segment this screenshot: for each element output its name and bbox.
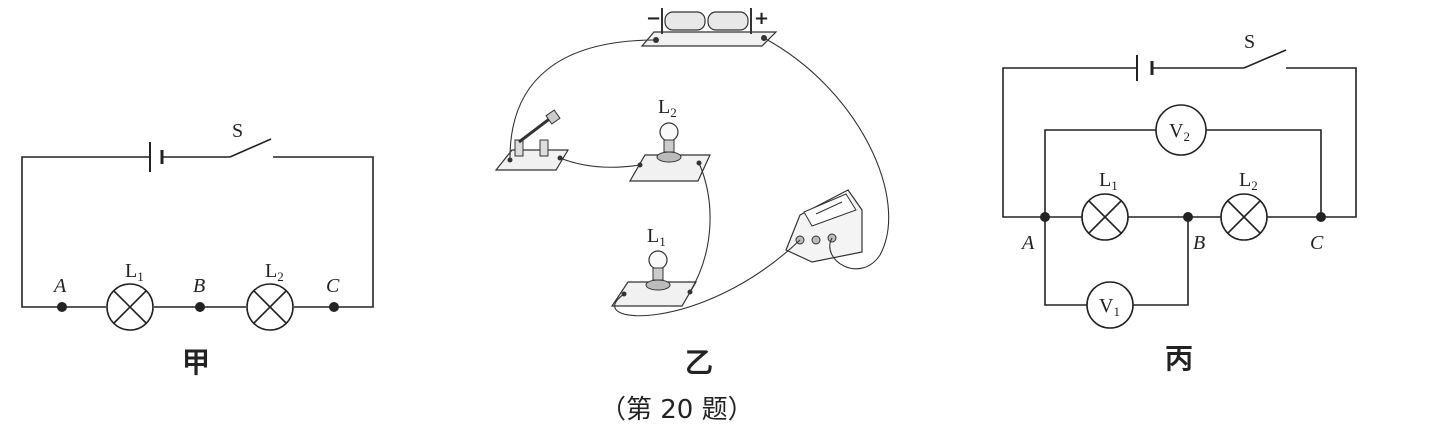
jia-lamp1-symbol	[106, 283, 154, 331]
yi-lamp1-board	[610, 250, 698, 307]
svg-text:L1: L1	[647, 225, 666, 249]
yi-lamp1-sub: 1	[659, 234, 666, 249]
bing-node-b	[1183, 212, 1193, 222]
jia-lamp2-symbol	[246, 283, 294, 331]
bing-lamp2-letter: L	[1239, 169, 1251, 191]
svg-text:L2: L2	[1239, 169, 1258, 193]
yi-battery-holder	[640, 8, 778, 47]
svg-text:L1: L1	[1099, 169, 1118, 193]
yi-lamp2-letter: L	[658, 96, 670, 118]
svg-text:L2: L2	[265, 260, 284, 284]
bing-switch-symbol	[1243, 49, 1287, 69]
yi-battery-minus: −	[646, 8, 661, 29]
bing-v1-symbol	[1086, 281, 1134, 329]
figure-jia: S L1 L2 A B C 甲	[21, 120, 374, 379]
yi-lamp2-sub: 2	[670, 105, 677, 120]
bing-node-c	[1316, 212, 1326, 222]
bing-point-b: B	[1193, 232, 1205, 254]
bing-lamp1-symbol	[1081, 193, 1129, 241]
yi-meter	[785, 189, 863, 263]
bing-node-a	[1040, 212, 1050, 222]
bing-point-a: A	[1020, 232, 1035, 254]
bing-v2-sub: 2	[1183, 129, 1190, 144]
bing-lamp2-sub: 2	[1251, 178, 1258, 193]
svg-text:V1: V1	[1099, 295, 1120, 319]
yi-knife-switch	[494, 109, 570, 171]
jia-node-b	[195, 302, 205, 312]
figure-bing: S V2 L1 L2 V1 A B	[1002, 31, 1357, 375]
svg-text:L2: L2	[658, 96, 677, 120]
jia-switch-symbol	[229, 138, 272, 158]
figure-caption: （第 20 题）	[600, 395, 754, 425]
jia-lamp1-sub: 1	[137, 269, 144, 284]
bing-v1-letter: V	[1099, 295, 1114, 317]
yi-title: 乙	[685, 346, 713, 379]
jia-point-a: A	[52, 275, 67, 297]
svg-text:V2: V2	[1169, 120, 1190, 144]
bing-v2-symbol	[1155, 104, 1207, 156]
figure-yi: − + L2	[494, 8, 890, 379]
jia-lamp2-sub: 2	[277, 269, 284, 284]
jia-title: 甲	[182, 346, 210, 379]
bing-point-c: C	[1310, 232, 1324, 254]
bing-title: 丙	[1165, 342, 1193, 375]
bing-switch-label: S	[1244, 31, 1255, 53]
jia-lamp2-letter: L	[265, 260, 277, 282]
svg-text:L1: L1	[125, 260, 144, 284]
bing-v2-letter: V	[1169, 120, 1184, 142]
yi-lamp2-board	[628, 122, 711, 182]
bing-lamp1-letter: L	[1099, 169, 1111, 191]
jia-point-b: B	[193, 275, 205, 297]
bing-wire	[1002, 67, 1357, 306]
bing-lamp2-symbol	[1220, 193, 1268, 241]
bing-v1-sub: 1	[1113, 304, 1120, 319]
yi-wires	[509, 37, 890, 317]
jia-lamp1-letter: L	[125, 260, 137, 282]
jia-switch-label: S	[232, 120, 243, 142]
jia-point-c: C	[326, 275, 340, 297]
yi-lamp1-letter: L	[647, 225, 659, 247]
yi-battery-plus: +	[754, 8, 769, 29]
jia-node-c	[329, 302, 339, 312]
bing-battery-symbol	[1136, 55, 1154, 81]
bing-lamp1-sub: 1	[1111, 178, 1118, 193]
jia-battery-symbol	[149, 142, 164, 172]
jia-node-a	[57, 302, 67, 312]
